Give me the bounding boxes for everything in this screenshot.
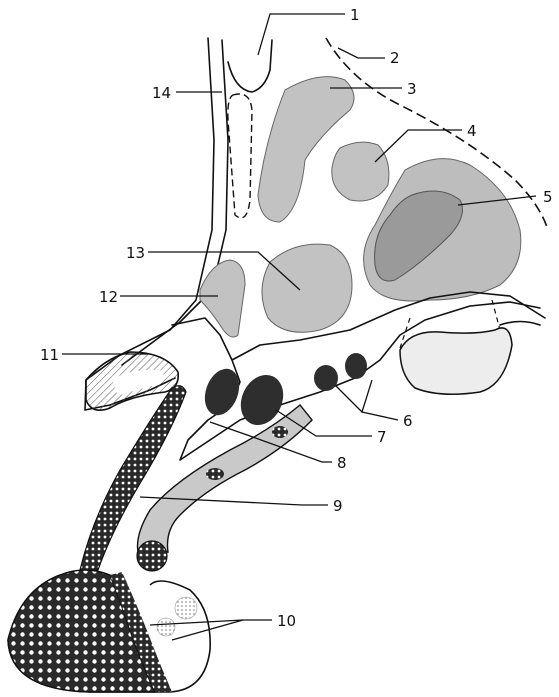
callout-label-2: 2	[390, 49, 400, 67]
gland-dotted-spot-lower	[157, 618, 175, 636]
tube-9-end-cap	[137, 541, 167, 571]
region-13	[262, 244, 352, 332]
callout-label-4: 4	[467, 122, 477, 140]
region-12	[200, 260, 245, 337]
callout-label-11: 11	[40, 346, 59, 364]
top-notch-outline	[228, 40, 272, 92]
callout-label-14: 14	[152, 84, 171, 102]
dark-spot-6a	[314, 365, 338, 391]
dashed-marker-right	[492, 300, 500, 330]
callout-label-8: 8	[337, 454, 347, 472]
leader-6	[336, 380, 398, 420]
tube-9-bead-1	[272, 426, 288, 438]
beaded-duct-left	[80, 386, 186, 570]
right-curled-structure	[400, 328, 512, 394]
dark-spot-6b	[345, 353, 367, 379]
dark-spot-8	[199, 364, 245, 420]
callout-label-9: 9	[333, 497, 343, 515]
callout-label-10: 10	[277, 612, 296, 630]
callout-label-13: 13	[126, 244, 145, 262]
leader-2	[338, 48, 385, 58]
callout-label-12: 12	[99, 288, 118, 306]
callout-label-7: 7	[377, 428, 387, 446]
tube-9-bead-2	[206, 468, 224, 480]
callout-label-3: 3	[407, 80, 417, 98]
right-curled-lip	[500, 322, 540, 326]
leader-4	[375, 130, 462, 162]
callout-label-5: 5	[543, 188, 553, 206]
dashed-frontal-oval	[228, 94, 252, 218]
callout-label-6: 6	[403, 412, 413, 430]
gland-dotted-spot-upper	[175, 597, 197, 619]
region-4	[332, 142, 389, 201]
callout-label-1: 1	[350, 6, 360, 24]
